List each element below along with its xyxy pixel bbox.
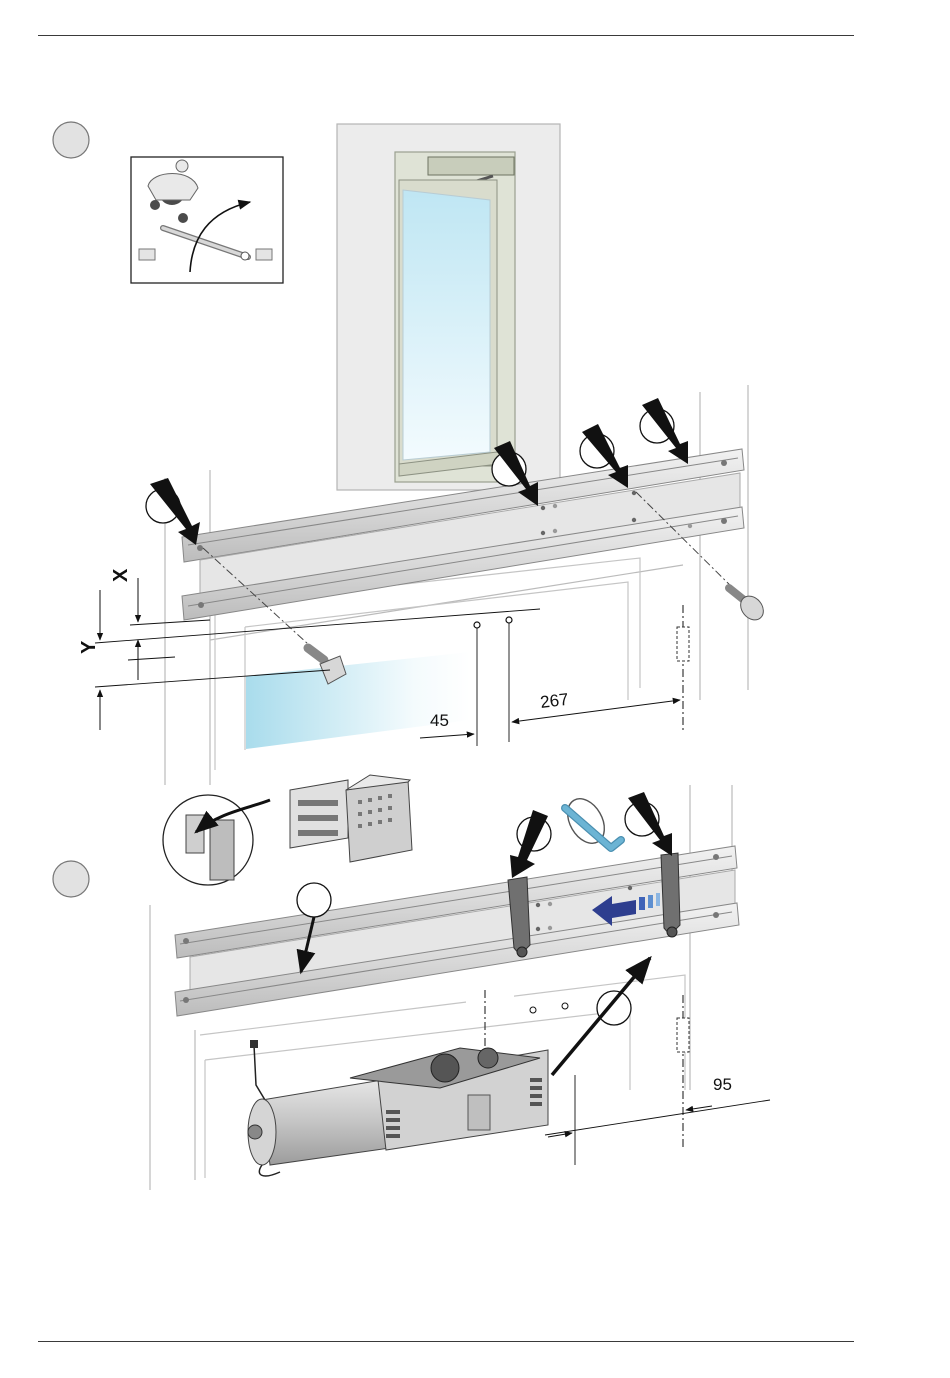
- dim-45-label: 45: [430, 711, 449, 730]
- step-circle-1: [53, 122, 89, 158]
- dim-y-label: Y: [78, 640, 100, 654]
- door-elevation: [337, 124, 560, 490]
- dimension-lines-step2: [545, 1075, 770, 1165]
- drive-motor-icon: [248, 1040, 548, 1176]
- mounting-rail-step2: [175, 846, 739, 1016]
- dim-x-label: X: [110, 568, 132, 582]
- drill-marks-step1: [474, 605, 689, 746]
- step-circle-2: [53, 861, 89, 897]
- dim-267-label: 267: [539, 690, 569, 712]
- dim-95-label: 95: [713, 1075, 732, 1094]
- hex-key-icon: [560, 792, 621, 850]
- control-unit-icon: [163, 775, 412, 885]
- door-swing-icon: [131, 157, 283, 283]
